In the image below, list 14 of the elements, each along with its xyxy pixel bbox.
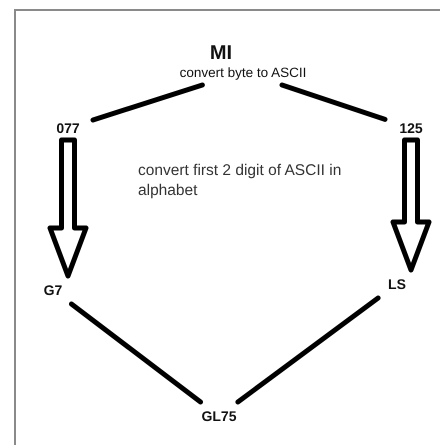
value-label: G7: [36, 280, 70, 300]
connector-line: [90, 82, 205, 122]
step-note: convert first 2 digit of ASCII in alphabet: [138, 161, 342, 201]
value-label: 077: [47, 119, 89, 137]
title-label: MI: [198, 40, 244, 66]
block-arrow: [48, 138, 88, 278]
connector-line: [235, 296, 381, 404]
value-label: LS: [381, 274, 413, 294]
connector-line: [280, 82, 388, 122]
value-label: 125: [389, 119, 433, 137]
value-label: GL75: [190, 406, 248, 426]
step-label: convert byte to ASCII: [157, 63, 329, 81]
connector-line: [68, 302, 204, 404]
block-arrow: [390, 138, 432, 272]
